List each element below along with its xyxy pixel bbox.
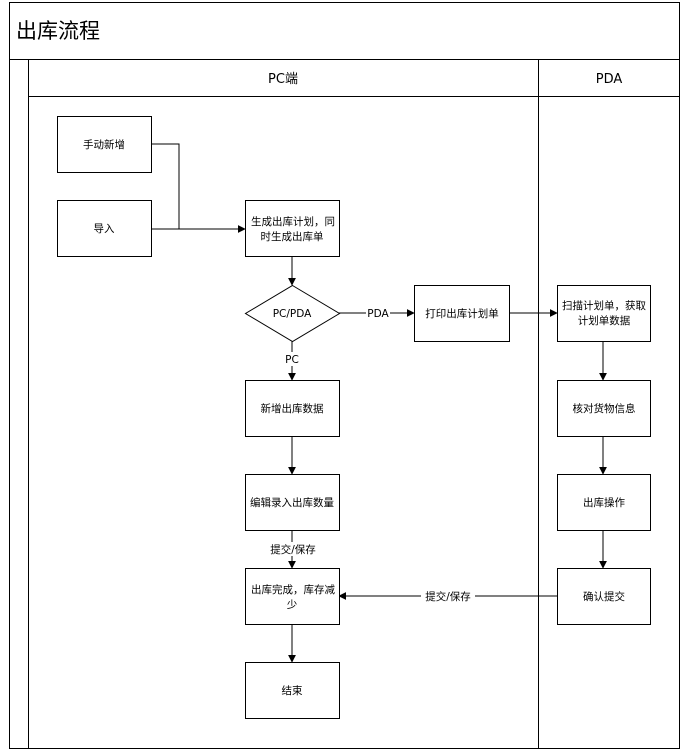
edge-manual-add-to-gen-plan <box>151 143 180 229</box>
edge-label-submit-save-pda: 提交/保存 <box>425 590 471 603</box>
node-label-print-plan: 打印出库计划单 <box>425 307 499 320</box>
node-add-data <box>245 380 340 437</box>
node-outbound-op <box>557 474 651 531</box>
node-label-import: 导入 <box>94 223 115 235</box>
diagram-frame <box>9 2 680 749</box>
lane-header-pc: PC端 <box>268 72 298 87</box>
node-label-decision: PC/PDA <box>273 308 312 320</box>
node-label-confirm-submit: 确认提交 <box>583 590 625 603</box>
node-label-complete-1: 出库完成，库存减 <box>251 583 335 596</box>
node-label-check-goods: 核对货物信息 <box>573 402 636 415</box>
node-label-edit-qty: 编辑录入出库数量 <box>250 496 334 509</box>
edge-label-pc: PC <box>285 354 299 366</box>
node-edit-qty <box>245 474 340 531</box>
node-check-goods <box>557 380 651 437</box>
edge-label-submit-save-pc: 提交/保存 <box>270 543 316 556</box>
node-scan-plan <box>557 285 651 342</box>
node-label-gen-plan-2: 时生成出库单 <box>261 230 324 243</box>
node-label-add-data: 新增出库数据 <box>261 402 324 415</box>
lane-header-pda: PDA <box>596 72 623 87</box>
node-end <box>245 662 340 719</box>
node-label-manual-add: 手动新增 <box>83 138 125 151</box>
node-complete <box>245 568 340 625</box>
node-label-gen-plan-1: 生成出库计划，同 <box>251 215 335 228</box>
node-gen-plan <box>245 200 340 257</box>
node-decision <box>244 284 341 343</box>
node-label-outbound-op: 出库操作 <box>583 496 625 509</box>
node-label-end: 结束 <box>282 684 303 697</box>
node-label-scan-1: 扫描计划单，获取 <box>562 299 646 312</box>
node-manual-add <box>57 116 152 173</box>
node-label-scan-2: 计划单数据 <box>578 314 631 327</box>
node-import <box>57 200 152 257</box>
node-label-complete-2: 少 <box>287 599 298 611</box>
node-confirm-submit <box>557 568 651 625</box>
node-print-plan <box>414 285 510 342</box>
diagram-title: 出库流程 <box>16 19 100 43</box>
edge-label-pda: PDA <box>367 308 389 320</box>
